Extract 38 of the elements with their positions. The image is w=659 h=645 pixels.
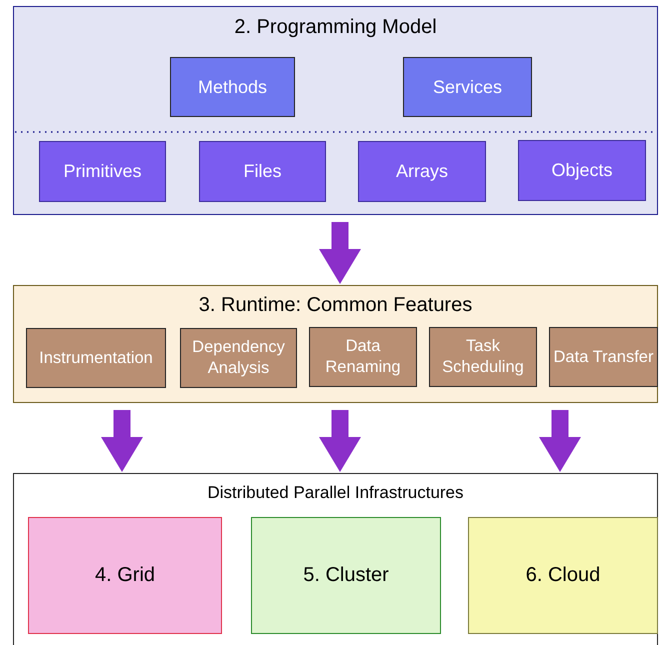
block-arrow xyxy=(539,410,581,472)
box-label: Services xyxy=(432,76,504,98)
layer-panel xyxy=(13,6,658,215)
box-label: Primitives xyxy=(62,160,142,183)
feature-box xyxy=(26,328,166,388)
feature-box xyxy=(549,327,658,387)
box-label: Instrumentation xyxy=(38,348,154,368)
layer-panel xyxy=(13,473,658,645)
feature-box xyxy=(429,327,537,387)
panel-title: Distributed Parallel Infrastructures xyxy=(206,483,465,503)
model-box xyxy=(358,141,486,202)
block-arrow xyxy=(319,410,361,472)
box-label: Files xyxy=(242,160,282,183)
block-arrow xyxy=(101,410,143,472)
box-label: 6. Cloud xyxy=(524,563,602,588)
model-box xyxy=(518,140,646,201)
infrastructure-box xyxy=(251,517,441,634)
box-label: 4. Grid xyxy=(94,563,156,588)
box-label: Data Renaming xyxy=(324,336,402,378)
model-box xyxy=(199,141,326,202)
box-label: Arrays xyxy=(394,160,449,183)
box-label: Objects xyxy=(550,159,614,182)
model-box xyxy=(39,141,166,202)
box-label: Task Scheduling xyxy=(441,336,525,378)
infrastructure-box xyxy=(28,517,222,634)
model-box xyxy=(403,57,532,117)
block-arrow xyxy=(319,222,361,284)
layer-panel xyxy=(13,285,658,403)
box-label: 5. Cluster xyxy=(302,563,390,588)
model-box xyxy=(170,57,295,117)
box-label: Data Transfer xyxy=(552,346,654,368)
panel-title: 3. Runtime: Common Features xyxy=(198,294,474,317)
feature-box xyxy=(309,327,417,387)
infrastructure-box xyxy=(468,517,658,634)
box-label: Methods xyxy=(196,76,268,98)
panel-title: 2. Programming Model xyxy=(233,16,438,39)
feature-box xyxy=(180,328,297,388)
box-label: Dependency Analysis xyxy=(191,337,286,379)
